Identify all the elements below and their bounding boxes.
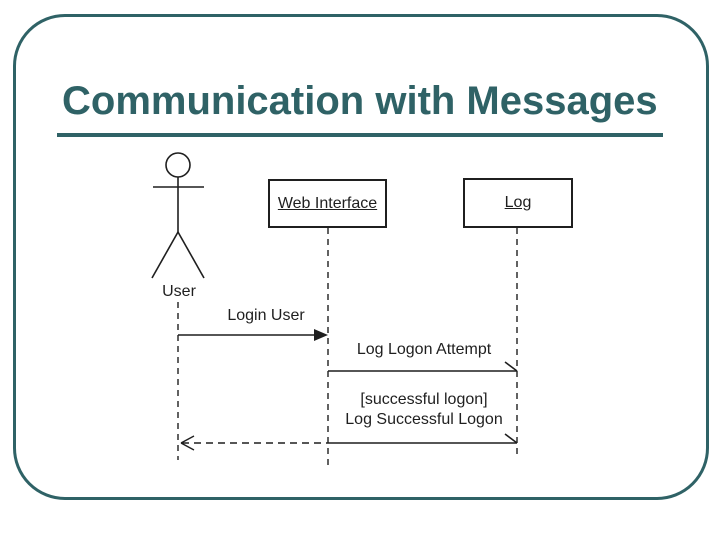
object-box-web-interface: Web Interface [268,179,387,228]
filled-arrowhead [314,329,328,341]
message-arrow-log-successful-logon [328,433,518,444]
message-label-login-user: Login User [227,307,305,324]
message-label-log-successful-logon: Log Successful Logon [345,411,503,428]
open-arrowhead [504,433,518,444]
slide-border [13,14,709,500]
object-label-log: Log [504,194,532,211]
actor-head [165,152,191,178]
return-message-arrow [180,435,328,451]
object-label-web-interface: Web Interface [277,194,378,212]
object-box-log: Log [463,178,573,228]
actor-left-leg [151,231,179,279]
actor-figure [151,152,205,279]
page-title: Communication with Messages [62,79,658,123]
message-arrow-login-user [178,329,328,341]
title-underline [57,133,663,137]
message-guard-successful-logon: [successful logon] [360,391,488,408]
open-arrowhead [504,361,518,372]
message-label-log-logon-attempt: Log Logon Attempt [356,341,492,358]
actor-label: User [162,283,196,300]
open-arrowhead [180,435,195,451]
actor-right-leg [177,231,205,279]
message-arrow-log-logon-attempt [328,361,518,372]
lifelines [177,228,518,468]
